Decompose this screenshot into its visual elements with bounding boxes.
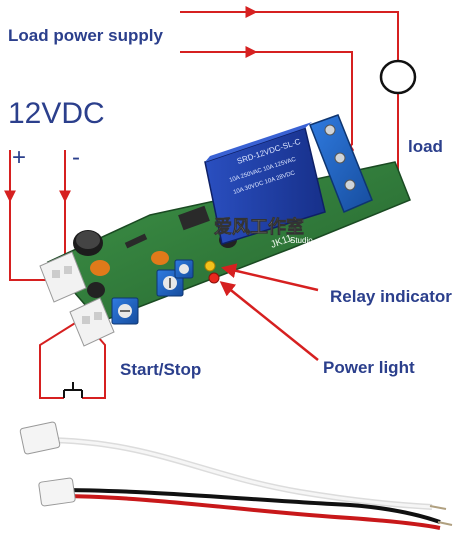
- watermark: 爱风工作室 Studio: [214, 216, 314, 245]
- ic-chip: [178, 205, 210, 231]
- relay: SRD-12VDC-SL-C 10A 250VAC 10A 125VAC 10A…: [204, 122, 326, 245]
- electrolytic-capacitor: [73, 230, 103, 256]
- potentiometer-3: [174, 259, 194, 279]
- screw-terminal: [309, 114, 373, 213]
- load-label: load: [408, 137, 443, 156]
- indicator-pointers: [219, 263, 319, 361]
- start-stop-label: Start/Stop: [120, 360, 202, 379]
- cable-connector-bottom: [38, 477, 76, 507]
- plus-label: +: [12, 144, 27, 171]
- watermark-en: Studio: [290, 236, 313, 245]
- relay-indicator-led: [204, 260, 216, 272]
- load-power-supply-label: Load power supply: [8, 26, 163, 45]
- load-symbol: [379, 59, 417, 95]
- minus-label: -: [72, 144, 80, 171]
- switch-connector: [69, 297, 115, 347]
- power-connector: [39, 251, 87, 303]
- watermark-cn: 爱风工作室: [214, 216, 304, 238]
- voltage-label: 12VDC: [8, 97, 105, 130]
- power-led: [208, 272, 220, 284]
- ceramic-capacitor-2: [151, 251, 169, 265]
- wiring-cable: [19, 421, 453, 530]
- potentiometer-1: [111, 297, 139, 325]
- transistor: [87, 282, 105, 298]
- relay-indicator-label: Relay indicator: [330, 287, 452, 306]
- power-input-wires: [4, 150, 71, 281]
- cable-connector-top: [19, 421, 61, 455]
- diode: [124, 233, 148, 249]
- ceramic-capacitor: [90, 260, 110, 276]
- power-light-label: Power light: [323, 358, 415, 377]
